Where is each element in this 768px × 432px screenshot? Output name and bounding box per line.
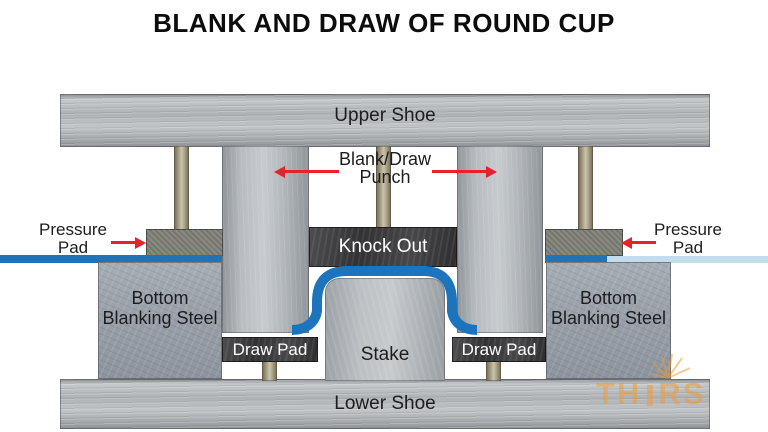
bottom-blanking-steel-right-label: Bottom Blanking Steel xyxy=(550,288,667,328)
bottom-blanking-steel-left-label: Bottom Blanking Steel xyxy=(102,288,218,328)
blank-draw-punch-left xyxy=(222,146,309,333)
watermark-i-bar xyxy=(647,385,654,406)
upper-shoe-block: Upper Shoe xyxy=(60,94,710,147)
page-title: BLANK AND DRAW OF ROUND CUP xyxy=(153,8,615,38)
blank-draw-punch-label: Blank/Draw Punch xyxy=(338,149,432,187)
arrow-to-right-punch-icon xyxy=(432,170,486,173)
arrow-to-right-pressure-pad-icon xyxy=(632,241,656,244)
stake-block: Stake xyxy=(325,278,445,381)
guide-pin-top-center xyxy=(376,146,391,229)
pressure-pad-left-label: Pressure Pad xyxy=(38,220,108,257)
draw-pad-left-label: Draw Pad xyxy=(232,340,308,359)
drawn-cup-profile xyxy=(291,266,478,335)
draw-pad-right-label: Draw Pad xyxy=(461,340,537,359)
cup-outline-path xyxy=(291,266,478,335)
pressure-pad-left-block xyxy=(146,229,223,256)
sheet-metal-left xyxy=(0,255,222,263)
stake-label: Stake xyxy=(360,344,410,365)
sunburst-icon xyxy=(651,353,691,379)
upper-shoe-label: Upper Shoe xyxy=(334,105,436,126)
bottom-blanking-steel-left-block: Bottom Blanking Steel xyxy=(98,262,222,379)
knock-out-block: Knock Out xyxy=(309,227,457,267)
guide-pin-bottom-left xyxy=(262,357,277,381)
pressure-pad-right-block xyxy=(545,229,623,256)
guide-pin-bottom-right xyxy=(486,357,501,381)
sheet-metal-right-faded xyxy=(607,256,768,263)
blank-draw-punch-right xyxy=(457,146,543,333)
knock-out-label: Knock Out xyxy=(338,236,428,257)
lower-shoe-block: Lower Shoe xyxy=(60,379,710,429)
arrow-to-left-pressure-pad-icon xyxy=(111,241,135,244)
arrow-to-left-punch-icon xyxy=(285,170,339,173)
guide-pin-top-left xyxy=(174,146,189,232)
draw-pad-right-block: Draw Pad xyxy=(452,337,546,362)
lower-shoe-label: Lower Shoe xyxy=(334,393,436,414)
draw-pad-left-block: Draw Pad xyxy=(222,337,318,362)
sheet-metal-right xyxy=(545,255,607,263)
pressure-pad-right-label: Pressure Pad xyxy=(653,220,723,257)
bottom-blanking-steel-right-block: Bottom Blanking Steel xyxy=(546,262,671,379)
guide-pin-top-right xyxy=(578,146,593,232)
